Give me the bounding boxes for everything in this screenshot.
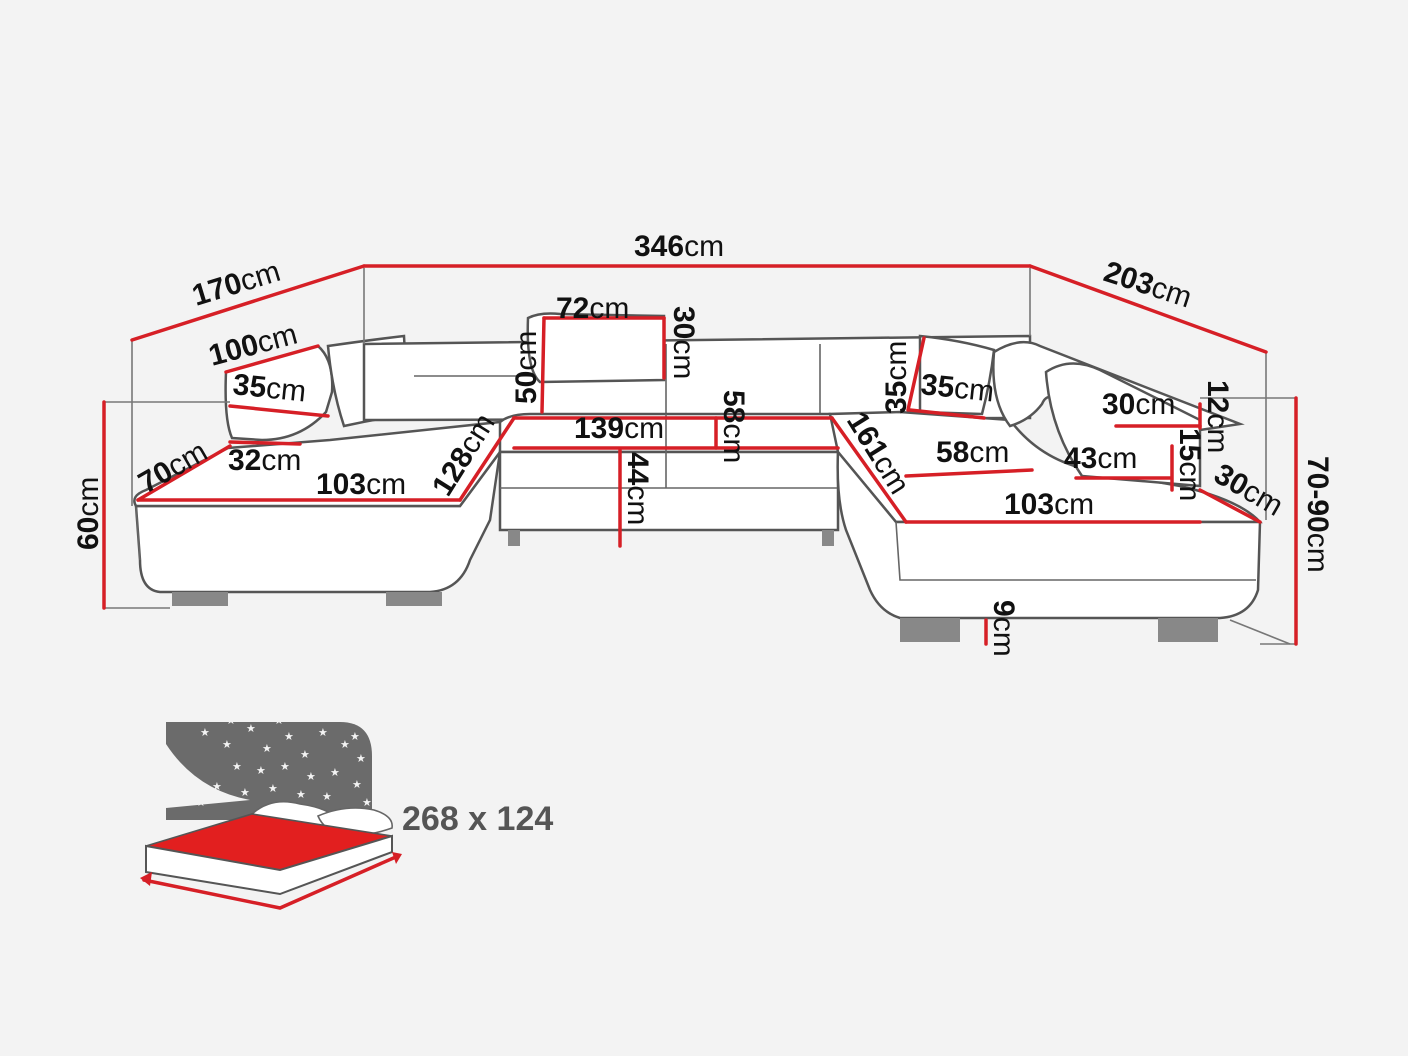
leg [172,592,228,606]
star-icon: ★ [340,738,350,751]
label-58-right: 58cm [936,436,1009,469]
label-203: 203cm [1100,255,1196,314]
star-icon: ★ [362,796,372,809]
dim-line-161 [830,416,908,524]
left-chaise-base [134,451,502,594]
star-icon: ★ [296,788,306,801]
star-icon: ★ [284,730,294,743]
dimension-lines [102,264,1298,646]
label-103-left: 103cm [316,468,406,501]
label-170: 170cm [188,255,284,313]
dim-line-70 [136,444,232,502]
label-35-right-cush: 35cm [919,368,995,408]
star-icon: ★ [280,760,290,773]
label-43: 43cm [1064,442,1137,475]
headrest [526,312,666,384]
label-30-head: 30cm [667,306,700,379]
label-70-90: 70-90cm [1301,456,1334,573]
star-icon: ★ [306,770,316,783]
bed-size-label: 268 x 124 [402,800,553,838]
dim-line-35 [228,404,330,418]
label-60: 60cm [72,477,105,550]
dim-line-100 [224,344,320,374]
star-icon: ★ [356,752,366,765]
label-50: 50cm [510,331,543,404]
dim-line-128 [458,416,516,502]
star-icon: ★ [262,742,272,755]
right-pillow [918,334,996,416]
label-346: 346cm [634,230,724,263]
star-icon: ★ [232,760,242,773]
star-icon: ★ [196,796,206,809]
dim-line-50 [540,316,546,414]
label-58-mid: 58cm [717,390,750,463]
star-icon: ★ [274,714,284,727]
leg [508,530,520,546]
label-139: 139cm [574,412,664,445]
star-icon: ★ [240,786,250,799]
star-icon: ★ [318,726,328,739]
dim-line-30-end [1198,488,1262,524]
leg [900,618,960,642]
label-12: 12cm [1201,380,1234,453]
star-icon: ★ [222,738,232,751]
right-chaise-base [836,448,1262,620]
label-9: 9cm [987,600,1020,657]
star-icon: ★ [300,748,310,761]
star-icon: ★ [322,790,332,803]
dim-line-203 [1028,264,1268,354]
dim-line-170 [130,264,366,342]
label-32: 32cm [228,444,301,477]
moon-icon [166,744,250,808]
label-30-arm: 30cm [1102,388,1175,421]
stars-group: ★★★★★★★★★★★★★★★★★★★★★★★★★★ [196,712,372,809]
star-icon: ★ [350,730,360,743]
star-icon: ★ [246,722,256,735]
dim-line-35-right-back [906,336,926,412]
star-icon: ★ [200,726,210,739]
bed-width-arrow [142,854,400,910]
star-icon: ★ [256,764,266,777]
bed-function-icon: ★★★★★★★★★★★★★★★★★★★★★★★★★★ 268 x 124 [140,712,553,910]
star-icon: ★ [268,782,278,795]
dim-line-35-right-cush [908,408,986,420]
leg [1158,618,1218,642]
label-103-right: 103cm [1004,488,1094,521]
star-icon: ★ [312,712,322,725]
middle-base [498,450,840,532]
star-icon: ★ [352,778,362,791]
dim-line-58-right [904,468,1034,478]
dim-line-32 [228,440,302,446]
leg [822,530,834,546]
leg [386,592,442,606]
sofa-outline [133,312,1263,642]
label-72: 72cm [556,292,629,325]
label-15: 15cm [1173,428,1206,501]
guide-lines [104,268,1296,645]
label-35-right-back: 35cm [880,341,913,414]
label-44: 44cm [621,452,654,525]
label-35-arm: 35cm [231,368,307,408]
star-icon: ★ [212,780,222,793]
star-icon: ★ [226,714,236,727]
star-icon: ★ [330,766,340,779]
